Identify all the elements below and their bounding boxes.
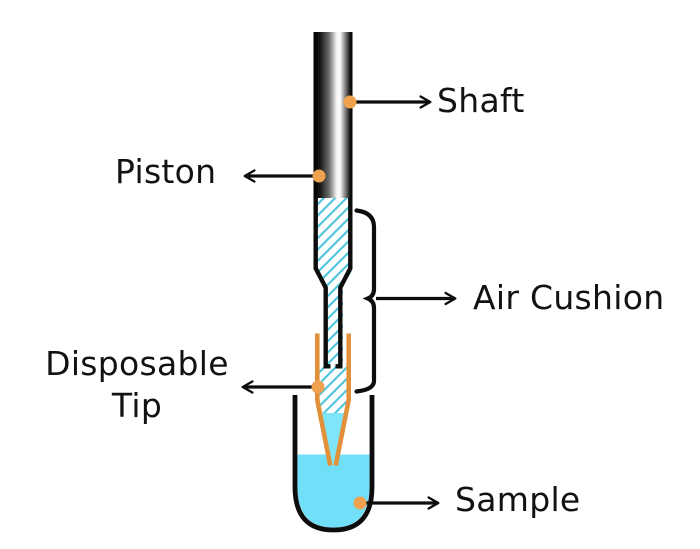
shaft-label: Shaft [437,81,525,120]
pipette-body-air-cushion [313,198,353,414]
sample-dot [353,496,367,510]
shaft-dot [343,95,357,109]
disposable-tip-dot [311,380,325,394]
air-cushion-brace [354,208,377,394]
sample-liquid [297,454,370,528]
tip-hatch-fill [319,366,347,414]
body-wall-right [335,198,353,369]
tip-liquid [321,413,345,467]
piston-dot [312,169,326,183]
body-hatch-fill [313,198,353,369]
tip-wall-right [333,333,351,466]
piston-label: Piston [115,152,217,191]
air-cushion-label: Air Cushion [473,278,665,317]
callout-dots [311,95,367,510]
callout-arrows [241,95,457,510]
disposable-tip-label-line1: Disposable [45,344,229,383]
disposable-tip [315,333,351,467]
body-wall-left [313,198,331,369]
sample-label: Sample [455,480,581,519]
tip-wall-left [315,333,333,466]
disposable-tip-label-line2: Tip [111,386,163,425]
disposable-tip-label: Disposable Tip [27,343,247,427]
